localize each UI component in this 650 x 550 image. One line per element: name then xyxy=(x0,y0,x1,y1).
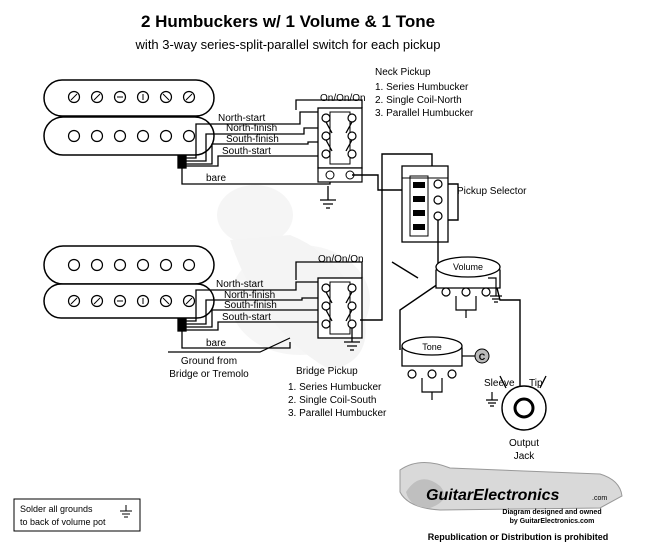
solder-note-line2: to back of volume pot xyxy=(20,517,106,527)
bridge-wire-north-finish-label: North-finish xyxy=(224,290,275,301)
neck-position-1: 1. Series Humbucker xyxy=(375,82,469,93)
neck-position-2: 2. Single Coil-North xyxy=(375,95,462,106)
ground-note-line1: Ground from xyxy=(181,356,237,367)
neck-wire-bare-label: bare xyxy=(206,173,226,184)
logo-line1: Diagram designed and owned xyxy=(502,509,601,516)
neck-adjustable-polepieces xyxy=(67,90,196,104)
neck-minitoggle-switch xyxy=(295,99,363,209)
ground-note-line2: Bridge or Tremolo xyxy=(169,369,249,380)
tone-pot xyxy=(401,336,490,400)
logo-name: GuitarElectronics xyxy=(426,487,559,504)
jack-sleeve-label: Sleeve xyxy=(484,378,515,389)
volume-pot xyxy=(435,256,502,318)
pickup-selector-switch xyxy=(401,165,449,243)
diagram-title: 2 Humbuckers w/ 1 Volume & 1 Tone xyxy=(141,12,435,31)
bridge-position-2: 2. Single Coil-South xyxy=(288,395,376,406)
bridge-pickup-leads xyxy=(177,281,318,349)
logo-notice: Republication or Distribution is prohibi… xyxy=(428,532,609,542)
diagram-subtitle: with 3-way series-split-parallel switch … xyxy=(135,37,441,52)
bridge-position-3: 3. Parallel Humbucker xyxy=(288,408,387,419)
bridge-adjustable-polepieces xyxy=(67,294,196,308)
bridge-wire-north-start-label: North-start xyxy=(216,279,263,290)
logo-suffix: .com xyxy=(592,495,607,502)
guitarelectronics-logo: GuitarElectronics .com xyxy=(399,462,623,511)
main-wiring xyxy=(352,153,521,400)
neck-switch-type-label: On/On/On xyxy=(320,93,366,104)
neck-pickup-title: Neck Pickup xyxy=(375,67,431,78)
bridge-pickup-title: Bridge Pickup xyxy=(296,366,358,377)
neck-wire-south-finish-label: South-finish xyxy=(226,134,279,145)
neck-wire-north-start-label: North-start xyxy=(218,113,265,124)
neck-south-coil xyxy=(43,116,215,156)
tone-capacitor xyxy=(474,348,490,364)
neck-wire-south-start-label: South-start xyxy=(222,146,271,157)
neck-slug-polepieces xyxy=(67,129,196,143)
neck-wire-north-finish-label: North-finish xyxy=(226,123,277,134)
tone-pot-label: Tone xyxy=(422,342,442,352)
bridge-switch-type-label: On/On/On xyxy=(318,254,364,265)
bridge-wire-bare-label: bare xyxy=(206,338,226,349)
pickup-selector-label: Pickup Selector xyxy=(457,186,527,197)
logo-line2: by GuitarElectronics.com xyxy=(510,518,595,525)
bridge-wire-south-finish-label: South-finish xyxy=(224,300,277,311)
bridge-south-coil xyxy=(43,283,215,319)
bridge-position-1: 1. Series Humbucker xyxy=(288,382,382,393)
volume-pot-label: Volume xyxy=(453,262,483,272)
jack-tip-label: Tip xyxy=(529,378,543,389)
bridge-wire-south-start-label: South-start xyxy=(222,312,271,323)
jack-label-line1: Output xyxy=(509,438,539,449)
bridge-pickup xyxy=(43,245,215,319)
solder-note-box xyxy=(13,498,141,532)
jack-label-line2: Jack xyxy=(514,451,536,462)
bridge-ground-wire xyxy=(168,337,291,353)
bridge-minitoggle-switch xyxy=(295,261,363,351)
output-jack xyxy=(486,375,547,431)
bridge-slug-polepieces xyxy=(67,258,196,272)
neck-position-3: 3. Parallel Humbucker xyxy=(375,108,474,119)
capacitor-label: C xyxy=(479,352,486,362)
solder-note-line1: Solder all grounds xyxy=(20,504,93,514)
neck-north-coil xyxy=(43,79,215,117)
neck-pickup xyxy=(43,79,215,156)
